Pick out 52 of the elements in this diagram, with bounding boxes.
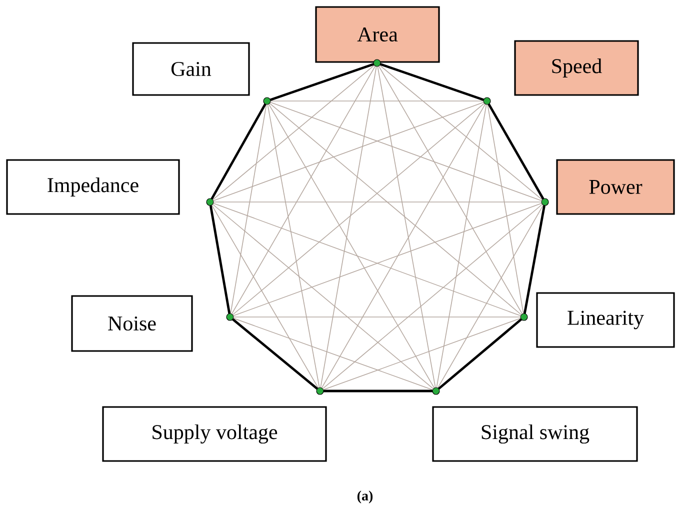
connector-line: [322, 204, 543, 390]
connector-line: [270, 63, 374, 101]
connector-line: [379, 64, 543, 200]
connector-line: [269, 102, 522, 316]
connector-line: [523, 205, 546, 314]
label-box: Area: [315, 6, 440, 63]
label-box: Signal swing: [432, 406, 638, 462]
label-box: Gain: [132, 42, 250, 96]
connector-line: [268, 104, 435, 388]
connector-line: [377, 66, 436, 388]
label-box: Noise: [71, 295, 193, 352]
label-box: Supply voltage: [102, 406, 327, 462]
label-box: Impedance: [6, 159, 180, 215]
connector-line: [436, 104, 487, 388]
connector-line: [230, 104, 267, 314]
connector-line: [270, 100, 484, 102]
vertex-dot: [373, 59, 381, 67]
vertex-dot: [483, 97, 491, 105]
connector-line: [488, 103, 544, 200]
connector-line: [320, 66, 377, 388]
vertex-dot: [520, 313, 528, 321]
connector-line: [209, 205, 231, 314]
connector-line: [232, 318, 434, 390]
label-box: Power: [556, 159, 675, 215]
connector-line: [232, 102, 485, 316]
connector-line: [487, 104, 524, 314]
vertex-dot: [206, 198, 214, 206]
connector-line: [270, 102, 542, 202]
connector-line: [211, 204, 319, 388]
vertex-dot: [263, 97, 271, 105]
connector-line: [233, 316, 521, 318]
label-box: Speed: [514, 40, 639, 96]
connector-line: [212, 64, 375, 200]
vertex-dot: [432, 387, 440, 395]
connector-line: [322, 318, 522, 390]
connector-line: [232, 318, 318, 390]
connector-line: [267, 104, 320, 388]
connector-line: [438, 318, 522, 390]
connector-line: [210, 103, 266, 200]
vertex-dot: [316, 387, 324, 395]
vertex-dot: [226, 313, 234, 321]
connector-line: [380, 63, 484, 101]
connector-line: [212, 102, 484, 202]
caption: (a): [357, 490, 373, 504]
label-box: Linearity: [536, 292, 675, 348]
connector-line: [231, 66, 376, 314]
vertex-dot: [541, 198, 549, 206]
connector-line: [324, 390, 432, 392]
connector-line: [437, 204, 544, 388]
connector-line: [378, 66, 523, 314]
connector-line: [212, 204, 434, 390]
connector-line: [321, 104, 486, 388]
